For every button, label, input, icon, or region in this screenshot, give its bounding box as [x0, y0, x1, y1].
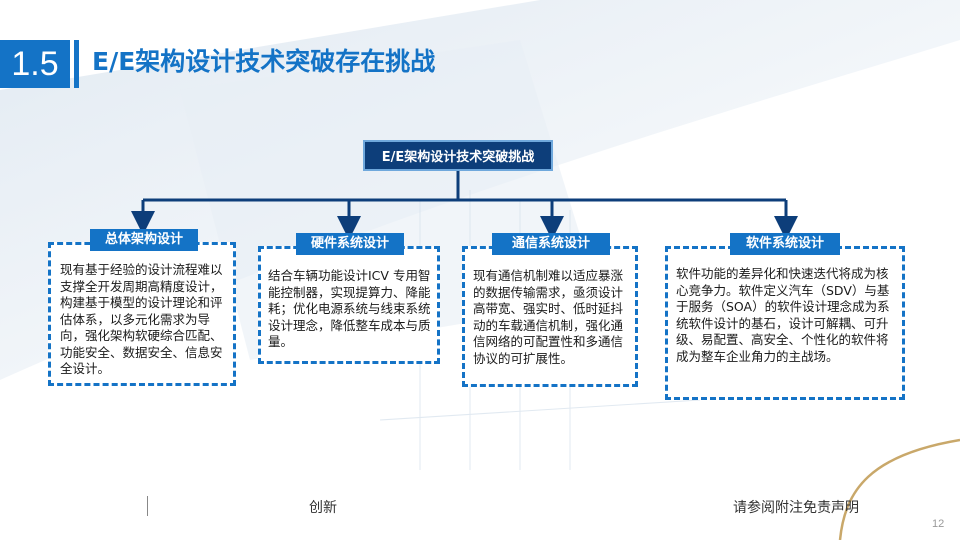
title-divider [74, 40, 79, 88]
tree-root: E/E架构设计技术突破挑战 [363, 140, 553, 171]
page-number: 12 [932, 518, 945, 530]
branch-box-software [665, 246, 905, 400]
footer-disclaimer: 请参阅附注免责声明 [733, 500, 859, 516]
footer-left-text: 创新 [309, 500, 337, 516]
page-title: E/E架构设计技术突破存在挑战 [92, 47, 436, 76]
branch-text-communication: 现有通信机制难以适应暴涨的数据传输需求，亟须设计高带宽、强实时、低时延抖动的车载… [473, 268, 624, 366]
branch-label-software: 软件系统设计 [730, 233, 840, 255]
branch-box-hardware [258, 246, 440, 364]
section-number: 1.5 [0, 40, 70, 88]
footer-divider [147, 496, 148, 516]
branch-label-communication: 通信系统设计 [492, 233, 610, 255]
branch-box-overall-architecture [48, 242, 236, 386]
branch-text-hardware: 结合车辆功能设计ICV 专用智能控制器，实现提算力、降能耗；优化电源系统与线束系… [268, 268, 431, 349]
branch-label-hardware: 硬件系统设计 [296, 233, 404, 255]
branch-box-communication [462, 246, 638, 387]
branch-label-overall-architecture: 总体架构设计 [90, 229, 198, 251]
branch-text-software: 软件功能的差异化和快速迭代将成为核心竞争力。软件定义汽车（SDV）与基于服务（S… [676, 266, 890, 364]
branch-text-overall-architecture: 现有基于经验的设计流程难以支撑全开发周期高精度设计，构建基于模型的设计理论和评估… [60, 262, 223, 376]
